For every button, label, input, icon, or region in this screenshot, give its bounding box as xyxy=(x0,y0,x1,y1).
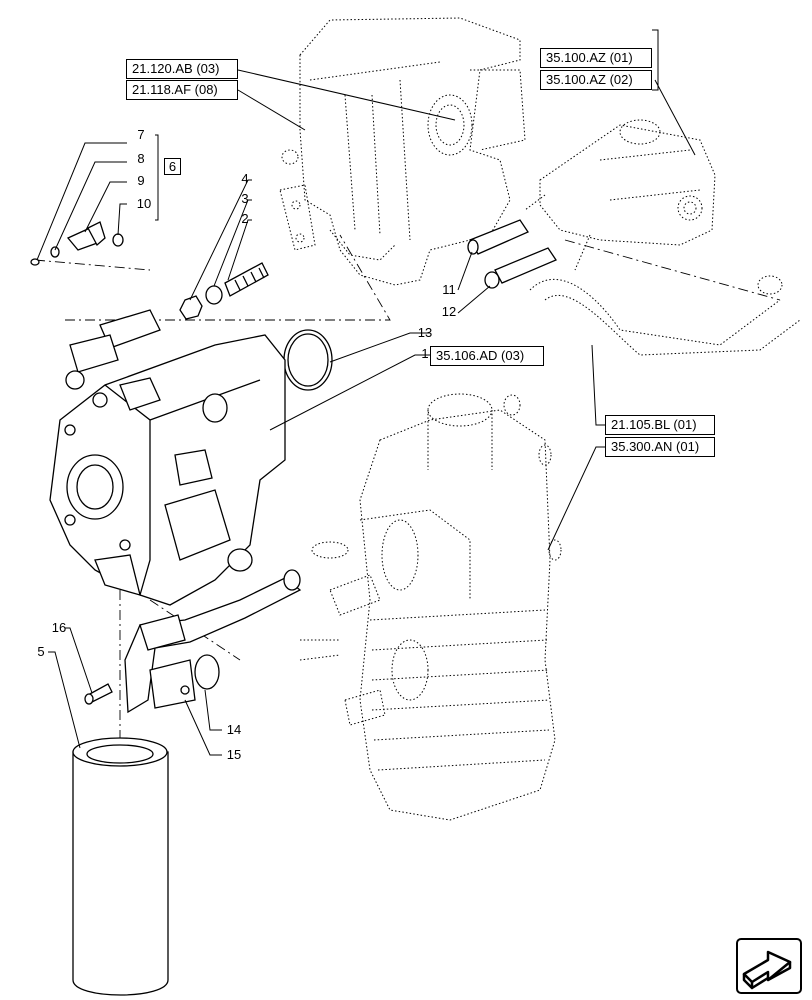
screw-16 xyxy=(84,683,113,705)
ref-link-35-106-ad[interactable]: 35.106.AD (03) xyxy=(430,346,544,366)
callout-14: 14 xyxy=(226,722,242,737)
callout-7: 7 xyxy=(137,127,145,142)
small-fittings-group xyxy=(30,221,124,266)
center-line xyxy=(564,239,781,301)
filter-housing-ghost xyxy=(299,393,562,821)
filter-cartridge-5 xyxy=(72,737,169,996)
o-ring-13-inner xyxy=(287,333,329,387)
callout-9: 9 xyxy=(137,173,145,188)
stud-nut-washer-group xyxy=(179,262,269,320)
o-ring-14 xyxy=(194,654,220,690)
fitting-12 xyxy=(484,247,557,289)
callout-2: 2 xyxy=(241,211,249,226)
callout-10: 10 xyxy=(136,196,152,211)
fitting-11 xyxy=(467,219,529,255)
callout-8: 8 xyxy=(137,151,145,166)
callout-15: 15 xyxy=(226,747,242,762)
callout-1: 1 xyxy=(421,346,429,361)
ref-link-21-105-bl[interactable]: 21.105.BL (01) xyxy=(605,415,715,435)
next-page-button[interactable] xyxy=(736,938,802,994)
ref-link-35-100-az-02[interactable]: 35.100.AZ (02) xyxy=(540,70,652,90)
group-label-box: 6 xyxy=(164,158,181,175)
ref-link-35-100-az-01[interactable]: 35.100.AZ (01) xyxy=(540,48,652,68)
hydraulic-pump xyxy=(49,309,286,606)
callout-13: 13 xyxy=(417,325,433,340)
transmission-housing-ghost xyxy=(279,17,526,286)
callout-12: 12 xyxy=(441,304,457,319)
o-ring-13 xyxy=(283,329,333,391)
callout-16: 16 xyxy=(51,620,67,635)
callout-5: 5 xyxy=(37,644,45,659)
control-valve-ghost xyxy=(524,119,801,356)
suction-pipe-15 xyxy=(124,569,302,714)
ref-link-35-300-an[interactable]: 35.300.AN (01) xyxy=(605,437,715,457)
callout-4: 4 xyxy=(241,171,249,186)
leader-lines xyxy=(36,29,696,756)
callout-3: 3 xyxy=(241,191,249,206)
callout-11: 11 xyxy=(442,282,456,297)
ref-link-21-118-af[interactable]: 21.118.AF (08) xyxy=(126,80,238,100)
ref-link-21-120-ab[interactable]: 21.120.AB (03) xyxy=(126,59,238,79)
next-page-arrow-icon xyxy=(742,950,792,990)
